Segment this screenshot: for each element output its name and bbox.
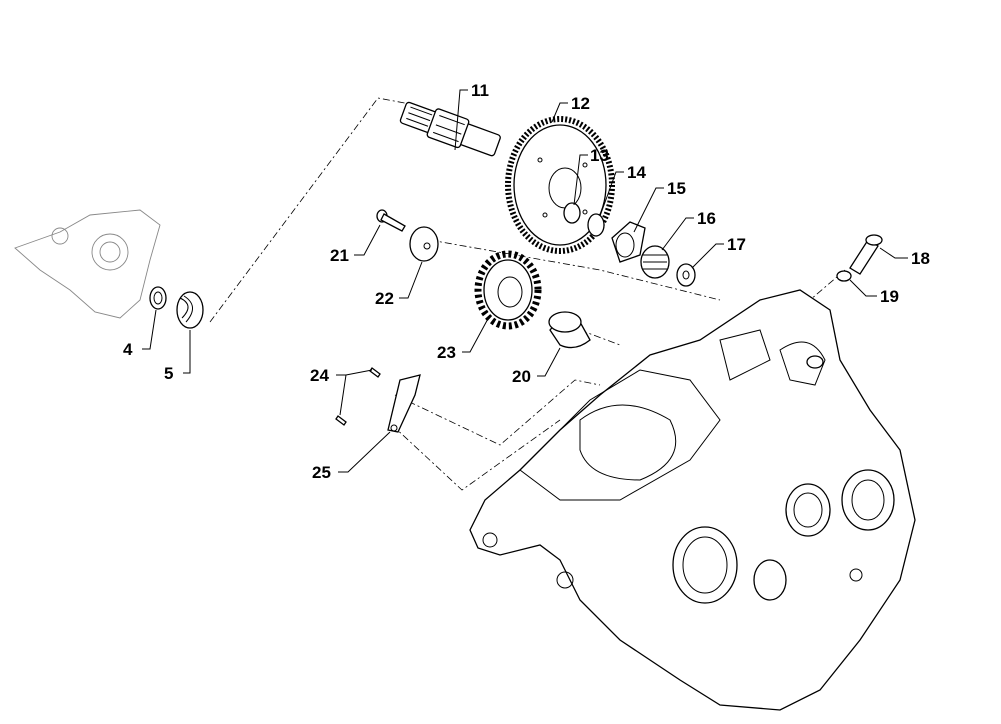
callout-20: 20	[512, 367, 531, 386]
callout-21: 21	[330, 246, 349, 265]
part-22-plate	[409, 226, 439, 262]
part-24-screw-a	[369, 367, 381, 378]
callout-5: 5	[164, 364, 173, 383]
part-20-bushing	[548, 311, 591, 349]
part-13-washer	[563, 202, 581, 224]
callout-11: 11	[471, 81, 489, 100]
part-11-shaft	[399, 101, 501, 157]
callout-18: 18	[911, 249, 930, 268]
part-16-spring	[640, 245, 670, 279]
callout-24: 24	[310, 366, 329, 385]
callout-15: 15	[667, 179, 686, 198]
callout-17: 17	[727, 235, 746, 254]
part-14-ring	[587, 213, 605, 237]
left-cover	[14, 209, 161, 319]
callout-14: 14	[627, 163, 646, 182]
callout-23: 23	[437, 343, 456, 362]
callout-13: 13	[590, 146, 609, 165]
part-21-screw	[376, 209, 406, 232]
part-24-screw-b	[335, 415, 347, 426]
callout-22: 22	[375, 289, 394, 308]
crankcase	[469, 289, 916, 711]
part-15-ratchet	[611, 221, 646, 263]
part-17-washer	[676, 263, 696, 287]
part-5-spring	[176, 291, 204, 329]
part-23-gear	[474, 250, 542, 330]
part-4-seal	[149, 286, 167, 310]
assembly-lines	[209, 97, 846, 491]
callout-19: 19	[880, 287, 899, 306]
callout-12: 12	[571, 94, 590, 113]
part-19-washer	[836, 270, 852, 282]
callout-16: 16	[697, 209, 716, 228]
part-18-bolt	[849, 234, 883, 275]
callout-4: 4	[123, 340, 133, 359]
callout-labels: 11 12 13 14 15 16 17 18 19 21 22 23 20 2…	[123, 81, 930, 482]
part-17-hole	[682, 270, 690, 280]
leader-lines	[142, 89, 908, 473]
part-25-bracket	[387, 374, 421, 433]
callout-25: 25	[312, 463, 331, 482]
